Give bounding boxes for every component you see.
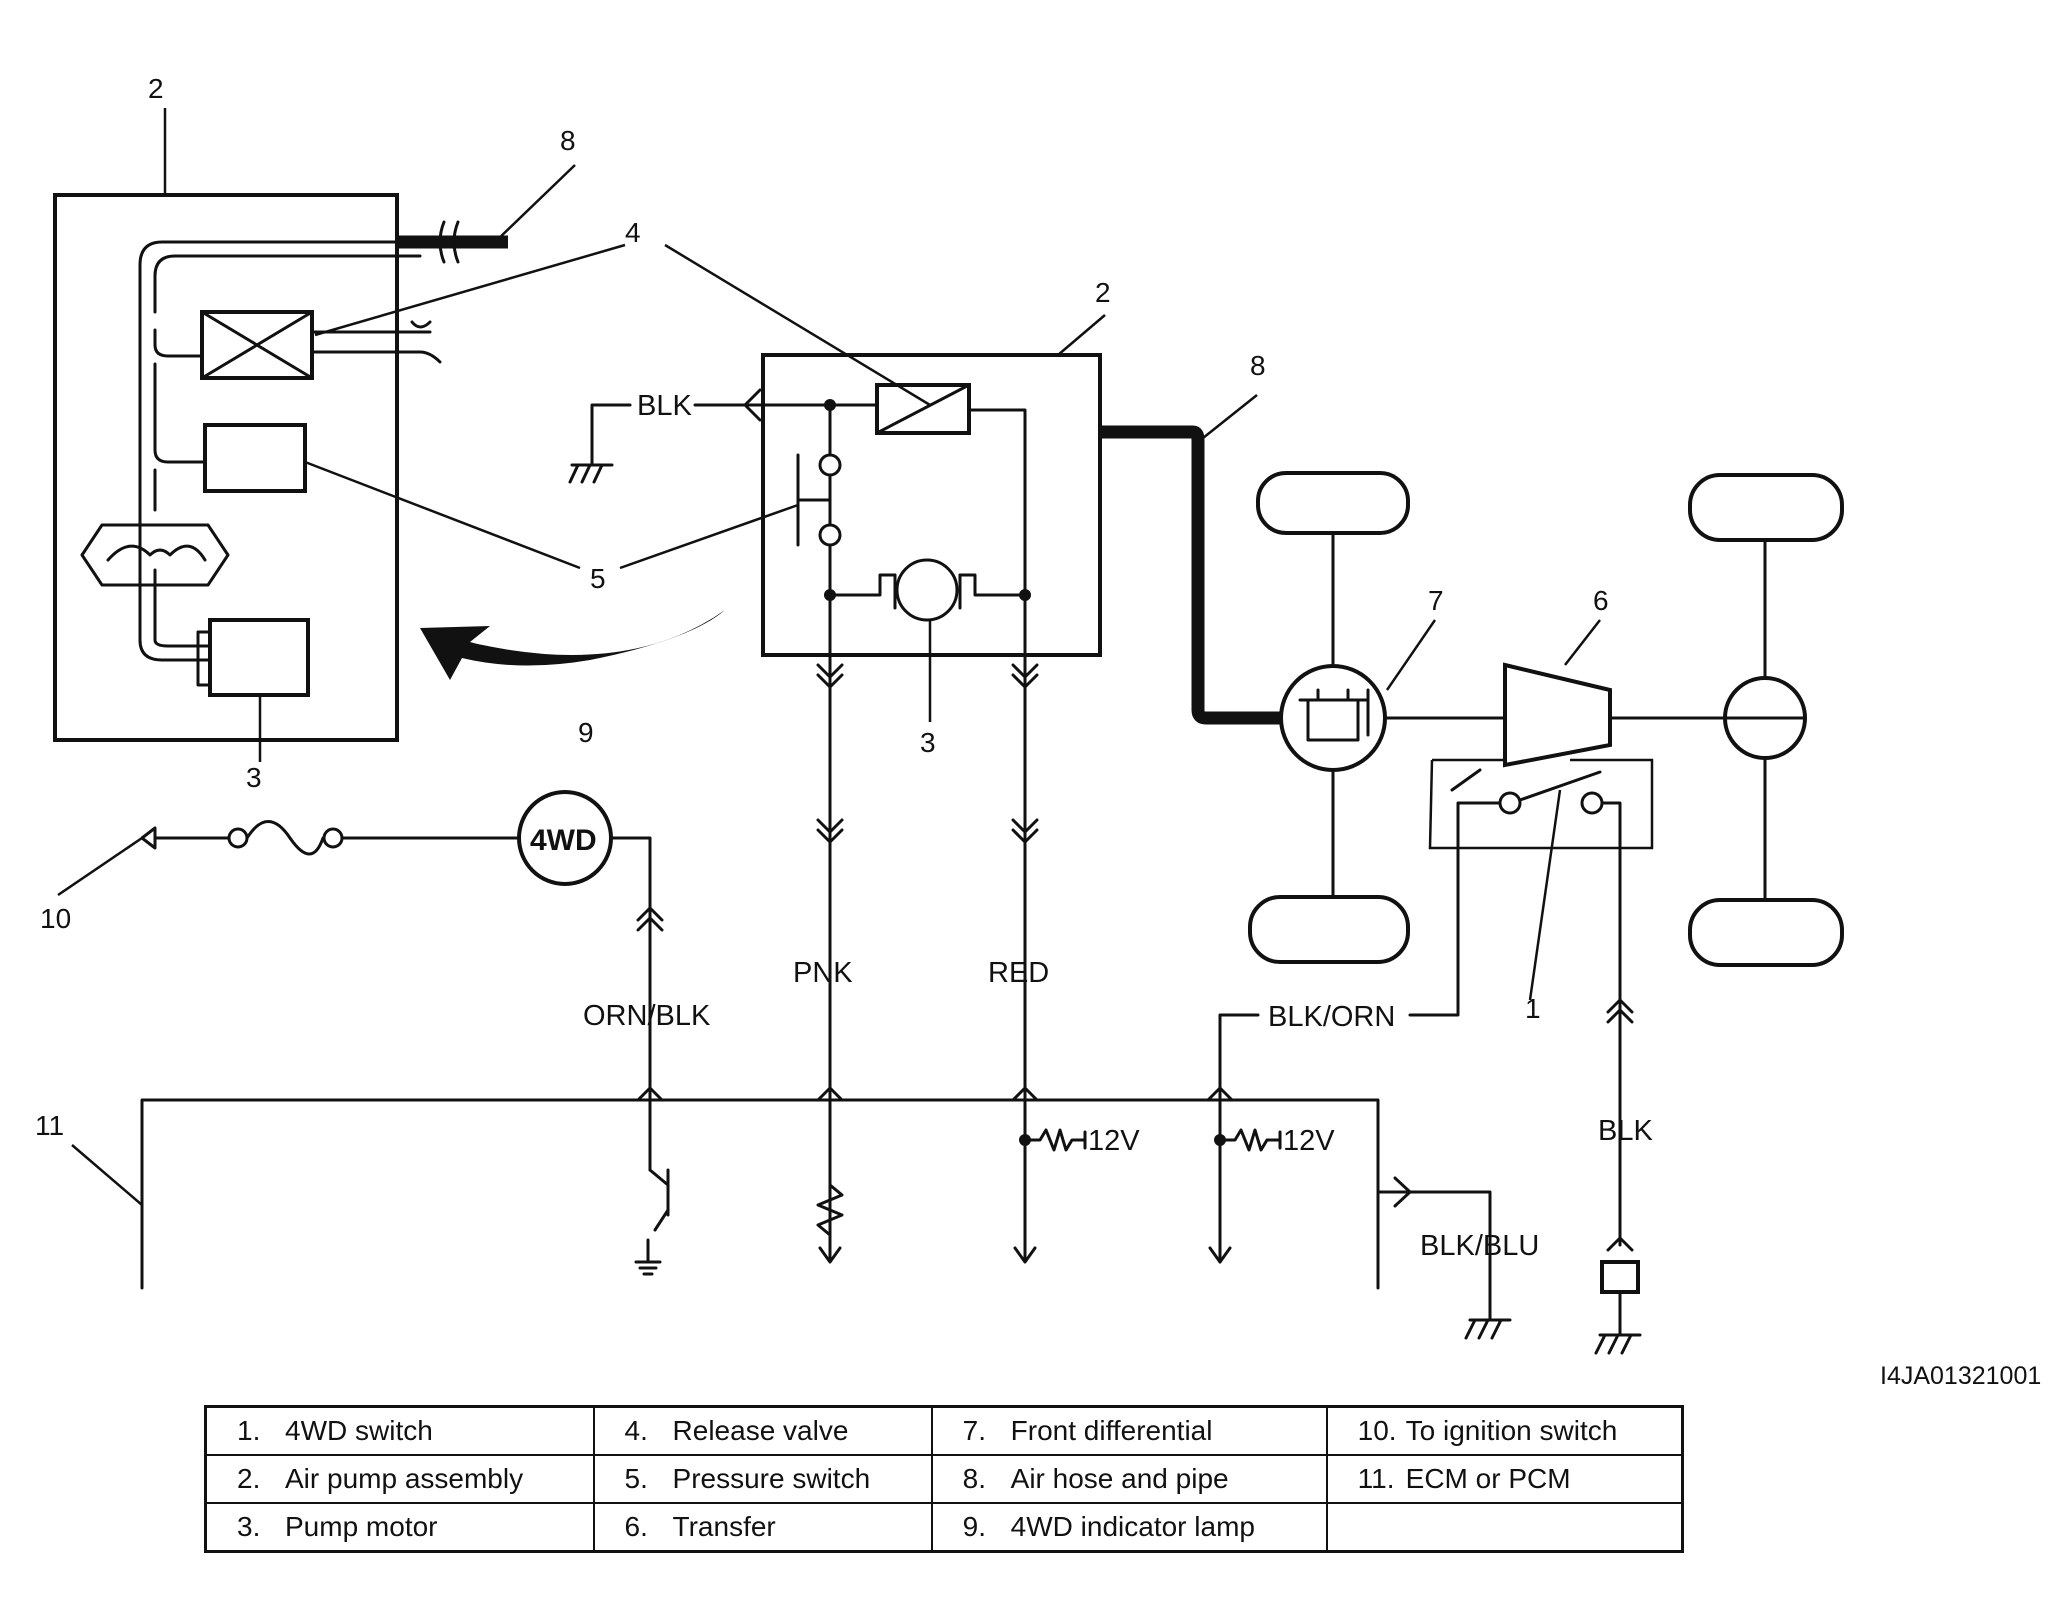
- lamp-circuit: [140, 790, 670, 1276]
- air-pump-assembly-schematic: [568, 353, 1290, 1262]
- legend-row: 3.Pump motor 6.Transfer 9.4WD indicator …: [204, 1502, 1684, 1553]
- callout-6: 6: [1593, 585, 1609, 616]
- callout-2-schematic: 2: [1095, 277, 1111, 308]
- lamp-label: 4WD: [530, 824, 597, 857]
- legend-table: 1.4WD switch 4.Release valve 7.Front dif…: [204, 1405, 1684, 1553]
- wire-label-blk-blu: BLK/BLU: [1420, 1230, 1539, 1262]
- callout-3-detail: 3: [246, 762, 262, 793]
- legend-row: 1.4WD switch 4.Release valve 7.Front dif…: [204, 1405, 1684, 1456]
- callout-10: 10: [40, 903, 71, 934]
- wire-label-red: RED: [988, 957, 1049, 989]
- wire-label-blk-orn: BLK/ORN: [1268, 1001, 1395, 1033]
- wire-label-pnk: PNK: [793, 957, 853, 989]
- callout-8-detail: 8: [560, 125, 576, 156]
- wire-label-blk-top: BLK: [637, 390, 692, 422]
- legend-cell: 10.To ignition switch: [1325, 1405, 1684, 1456]
- ecm-pcm-block: [140, 998, 1642, 1355]
- callout-11: 11: [35, 1110, 64, 1141]
- drivetrain: [1248, 471, 1844, 1247]
- legend-cell: 4.Release valve: [592, 1405, 933, 1456]
- legend-cell: 7.Front differential: [930, 1405, 1328, 1456]
- callout-numbers: 2 8 4 2 8 5 3 3 7 6 9 10 11 1: [35, 73, 1609, 1141]
- legend-cell: 5.Pressure switch: [592, 1454, 933, 1504]
- callout-9: 9: [578, 717, 594, 748]
- legend-cell: 2.Air pump assembly: [204, 1454, 595, 1504]
- legend-cell: 6.Transfer: [592, 1502, 933, 1553]
- reference-code: I4JA01321001: [1880, 1362, 2042, 1390]
- wire-labels: BLK PNK RED ORN/BLK BLK/ORN BLK BLK/BLU …: [530, 390, 1653, 1262]
- callout-3-schematic: 3: [920, 727, 936, 758]
- callout-8-schematic: 8: [1250, 350, 1266, 381]
- callout-4: 4: [625, 217, 641, 248]
- legend-cell: 3.Pump motor: [204, 1502, 595, 1553]
- voltage-label-blk-orn: 12V: [1283, 1125, 1335, 1157]
- wire-label-orn-blk: ORN/BLK: [583, 1000, 711, 1032]
- voltage-label-red: 12V: [1088, 1125, 1140, 1157]
- legend-cell: 8.Air hose and pipe: [930, 1454, 1328, 1504]
- callout-7: 7: [1428, 585, 1444, 616]
- callout-2-detail: 2: [148, 73, 164, 104]
- callout-1: 1: [1525, 993, 1541, 1024]
- legend-cell: [1325, 1502, 1684, 1553]
- wire-label-blk-right: BLK: [1598, 1115, 1653, 1147]
- legend-cell: 11.ECM or PCM: [1325, 1454, 1684, 1504]
- callout-5: 5: [590, 563, 606, 594]
- legend-row: 2.Air pump assembly 5.Pressure switch 8.…: [204, 1454, 1684, 1504]
- air-pump-assembly-detail: [53, 193, 725, 742]
- callout-leaders: [57, 108, 1601, 1206]
- legend-cell: 9.4WD indicator lamp: [930, 1502, 1328, 1553]
- legend-cell: 1.4WD switch: [204, 1405, 595, 1456]
